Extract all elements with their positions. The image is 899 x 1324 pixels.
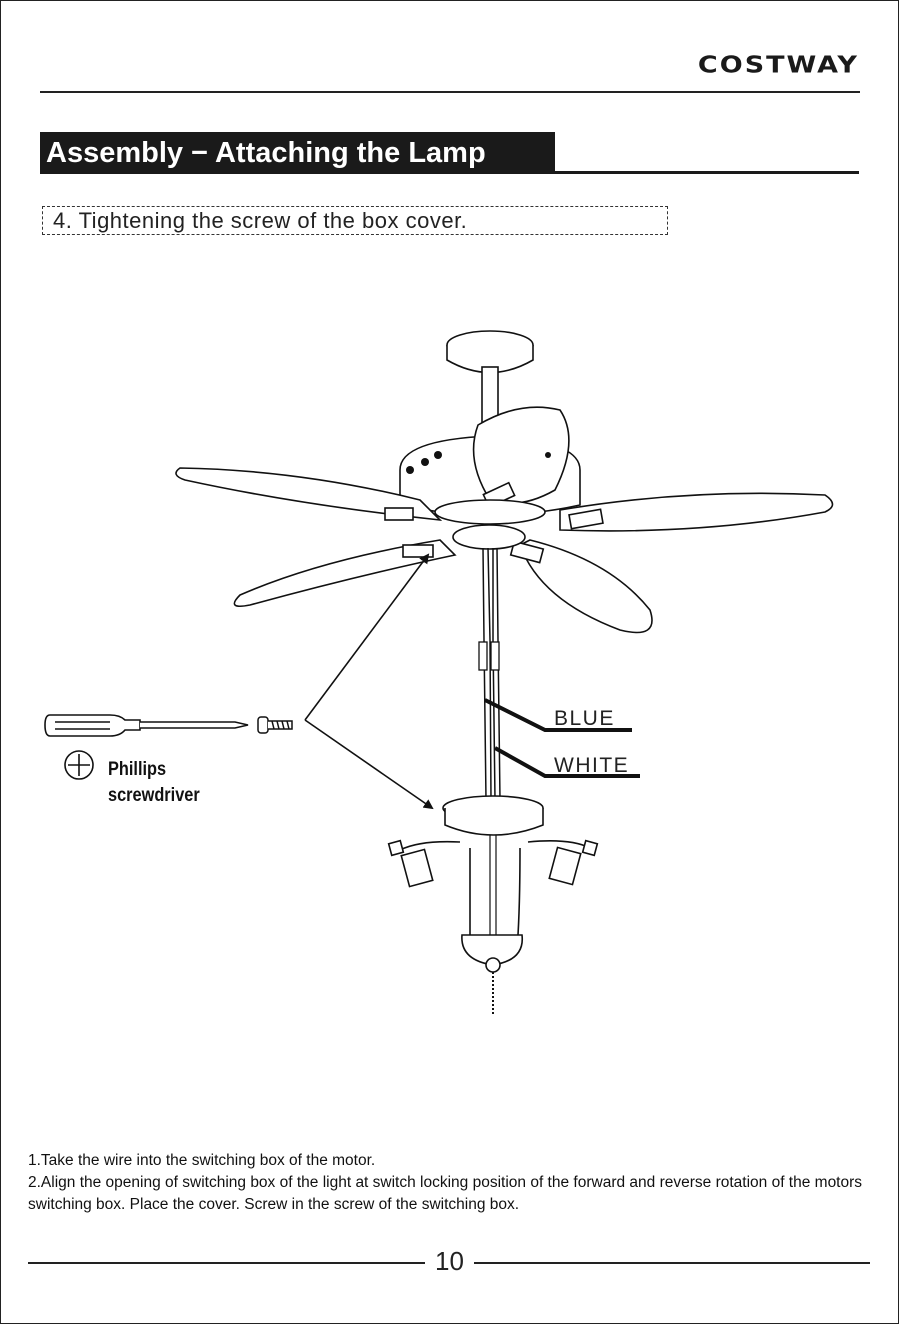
header-divider — [40, 91, 860, 93]
phillips-icon — [64, 750, 94, 780]
footer-divider — [474, 1262, 870, 1264]
wire-label-blue: BLUE — [554, 707, 615, 730]
section-title: Assembly − Attaching the Lamp — [40, 132, 555, 174]
switch-housing-bottom — [452, 524, 526, 550]
pull-chain-knob — [485, 957, 501, 973]
tool-label-line2: screwdriver — [108, 785, 200, 806]
screw — [257, 716, 293, 734]
wire — [482, 547, 487, 801]
wire — [492, 548, 496, 801]
fan-blade — [233, 539, 457, 608]
fan-blade — [175, 467, 443, 522]
tool-label: Phillips screwdriver — [108, 757, 200, 809]
wire-connector — [478, 641, 488, 671]
title-underline — [555, 171, 859, 174]
lamp-shade — [548, 846, 582, 886]
fan-blade — [559, 492, 834, 532]
light-arm — [399, 840, 591, 936]
blade-iron — [509, 540, 545, 564]
instructions: 1.Take the wire into the switching box o… — [28, 1150, 878, 1216]
brand-logo: COSTWAY — [697, 52, 859, 79]
tool-label-line1: Phillips — [108, 759, 167, 780]
blade-iron — [384, 507, 414, 521]
instruction-1: 1.Take the wire into the switching box o… — [28, 1152, 376, 1169]
blade-iron — [568, 508, 604, 530]
wire — [487, 547, 492, 801]
instruction-2: 2.Align the opening of switching box of … — [28, 1174, 863, 1213]
footer-divider — [28, 1262, 425, 1264]
page-number: 10 — [435, 1246, 464, 1276]
wire-connector — [490, 641, 500, 671]
blade-iron — [402, 544, 434, 558]
step-heading: 4. Tightening the screw of the box cover… — [42, 206, 668, 235]
fan-blade — [519, 539, 653, 634]
wire — [496, 547, 501, 801]
wire-label-white: WHITE — [554, 754, 630, 777]
lamp-shade — [400, 848, 434, 888]
screwdriver — [44, 714, 249, 737]
fan-blade — [472, 406, 570, 505]
switch-housing — [434, 499, 546, 525]
ceiling-fan-illustration — [44, 330, 834, 1015]
